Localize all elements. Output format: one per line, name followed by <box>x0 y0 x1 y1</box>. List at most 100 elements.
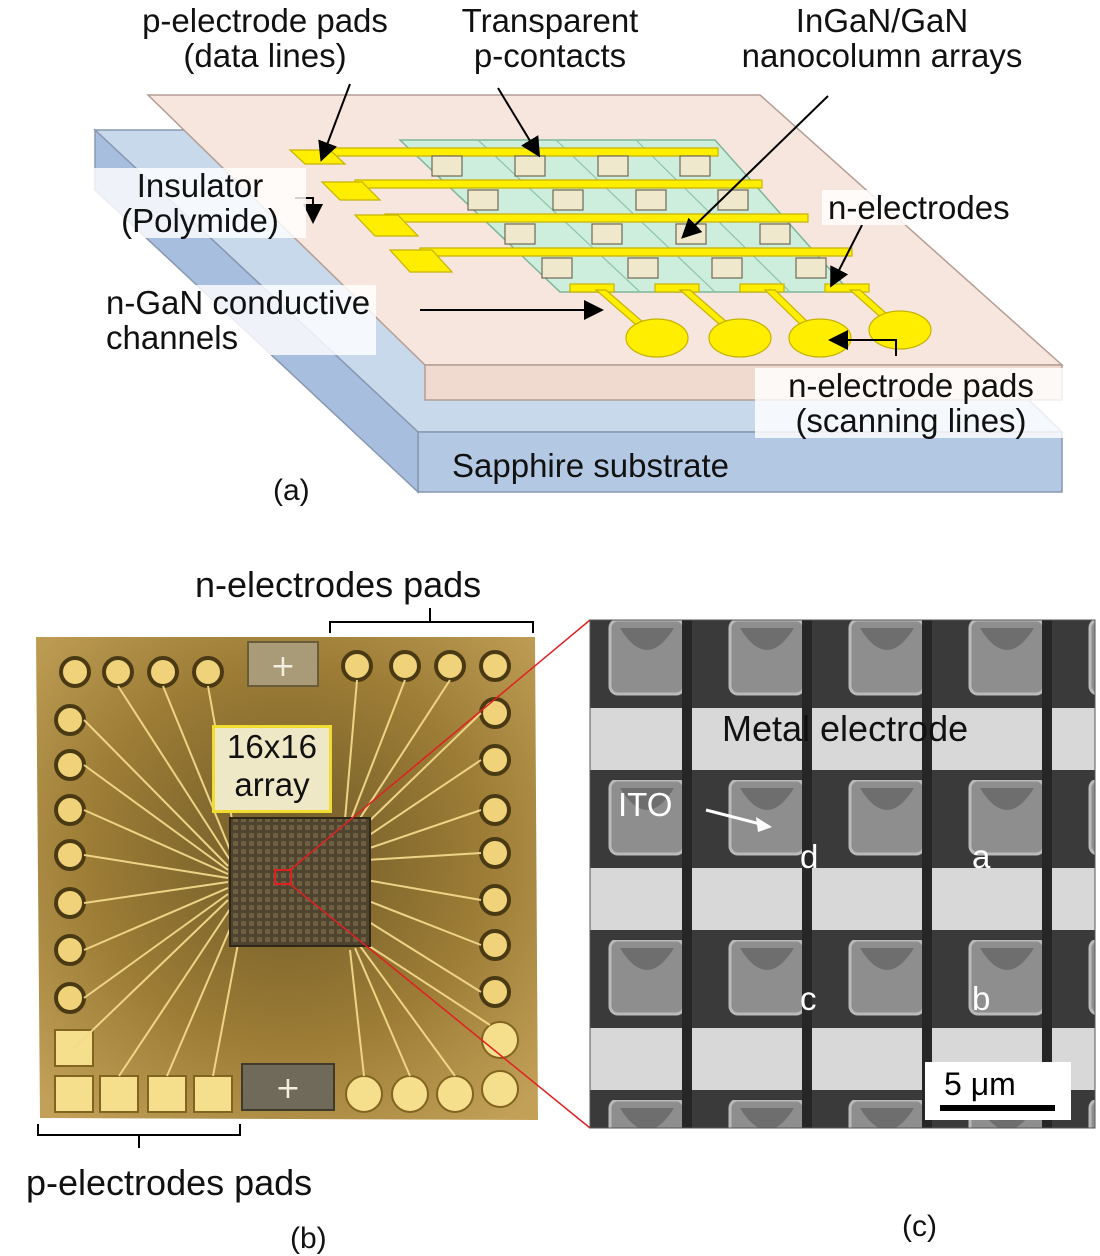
ito-arrowhead <box>756 817 772 832</box>
arrow-n-electrodes <box>830 224 863 288</box>
pad-disc <box>391 1075 429 1113</box>
chip-body <box>36 637 538 1120</box>
label-n-electrodes: n-electrodes <box>822 190 1016 225</box>
n-electrode <box>569 283 615 293</box>
label-insulator: Insulator (Polymide) <box>94 168 306 238</box>
wire <box>349 949 365 1077</box>
arrow-n-pads <box>828 330 897 356</box>
pad-round <box>147 656 179 688</box>
wire <box>359 945 456 1077</box>
alignment-mark <box>247 641 319 687</box>
label-transparent-contacts: Transparent p-contacts <box>430 3 670 73</box>
pad-round <box>54 982 86 1014</box>
array-label-box: 16x16 array <box>212 725 332 813</box>
alignment-cross: + <box>270 649 295 684</box>
nanocolumn-block <box>552 189 584 211</box>
pad-square <box>147 1075 187 1113</box>
wire <box>166 909 239 1077</box>
label-p-electrode-pads: p-electrode pads (data lines) <box>115 3 415 73</box>
n-electrode-pad <box>708 318 772 358</box>
p-data-line <box>319 147 719 157</box>
arrow-nanocolumn <box>681 95 829 239</box>
arrow-p-pads <box>318 83 351 162</box>
nanocolumn-block <box>504 223 536 245</box>
pad-round <box>479 976 511 1008</box>
nanocolumn-line1: InGaN/GaN <box>795 2 969 39</box>
pad-round <box>479 929 511 961</box>
wire <box>365 879 482 901</box>
wire <box>354 679 451 827</box>
pad-round <box>479 794 511 826</box>
transparent-line1: Transparent <box>461 2 639 39</box>
pad-square <box>54 1029 94 1067</box>
nanocolumn-block <box>675 223 707 245</box>
p-data-line <box>354 179 763 189</box>
pad-square <box>54 1075 94 1113</box>
p-electrode-pads-line1: p-electrode pads <box>142 2 388 39</box>
pad-round <box>54 934 86 966</box>
transparent-line2: p-contacts <box>473 37 627 74</box>
label-ngan-channels: n-GaN conductive channels <box>100 284 377 355</box>
alignment-cross: + <box>275 1071 300 1106</box>
ngan-line1: n-GaN conductive <box>106 284 371 321</box>
pad-disc <box>436 1075 474 1113</box>
label-pixel-d: d <box>800 838 819 875</box>
label-pixel-b: b <box>972 980 991 1017</box>
nanocolumn-block <box>717 189 749 211</box>
zoom-line-top <box>289 619 591 871</box>
pad-round <box>479 697 511 729</box>
wire <box>365 899 482 946</box>
wire <box>365 852 482 861</box>
n-electrode-pad <box>625 318 689 358</box>
n-electrode-pad <box>788 318 852 358</box>
wire <box>83 854 229 879</box>
n-pads-line1: n-electrode pads <box>788 367 1034 404</box>
wire <box>359 939 491 1026</box>
wire <box>83 893 229 999</box>
arrow-transparent <box>497 87 541 158</box>
alignment-mark <box>241 1063 335 1111</box>
nanocolumn-block <box>597 155 629 177</box>
wire <box>359 712 482 831</box>
pad-disc <box>345 1075 383 1113</box>
nanocolumn-block <box>635 189 667 211</box>
pad-round <box>54 887 86 919</box>
n-electrode <box>739 283 785 293</box>
pad-disc <box>481 1070 519 1108</box>
nanocolumn-block <box>431 155 463 177</box>
wire <box>354 947 411 1077</box>
ito-arrow <box>705 808 769 828</box>
nanocolumn-line2: nanocolumn arrays <box>741 37 1023 74</box>
pad-round <box>479 837 511 869</box>
label-pixel-c: c <box>800 980 817 1017</box>
wire <box>365 919 482 993</box>
zoom-line-bottom <box>289 883 591 1129</box>
pad-round <box>479 650 511 682</box>
panel-a-schematic <box>93 83 1064 494</box>
scale-bar-label: 5 μm <box>944 1066 1016 1102</box>
nanocolumn-block <box>711 257 743 279</box>
nanocolumn-block <box>679 155 711 177</box>
sem-image <box>589 619 1096 1129</box>
p-electrode-pads-line2: (data lines) <box>183 37 347 74</box>
label-ito: ITO <box>618 786 673 823</box>
panel-a-letter: (a) <box>273 474 310 507</box>
n-pads-line2: (scanning lines) <box>795 402 1027 439</box>
pad-disc <box>481 1021 519 1059</box>
wire <box>344 679 358 821</box>
pad-round <box>54 839 86 871</box>
pad-round <box>59 656 91 688</box>
p-pad <box>320 181 382 201</box>
label-p-electrodes-pads: p-electrodes pads <box>26 1162 313 1203</box>
wire <box>73 899 229 1049</box>
p-data-line <box>384 213 809 223</box>
wire <box>118 905 233 1077</box>
pixel-array <box>229 817 371 947</box>
nanocolumn-block <box>795 257 827 279</box>
panel-b-letter: (b) <box>290 1222 327 1255</box>
pad-round <box>54 794 86 826</box>
pad-round <box>54 749 86 781</box>
label-metal-electrode: Metal electrode <box>722 708 969 749</box>
pad-round <box>434 650 466 682</box>
p-pad <box>353 214 420 237</box>
